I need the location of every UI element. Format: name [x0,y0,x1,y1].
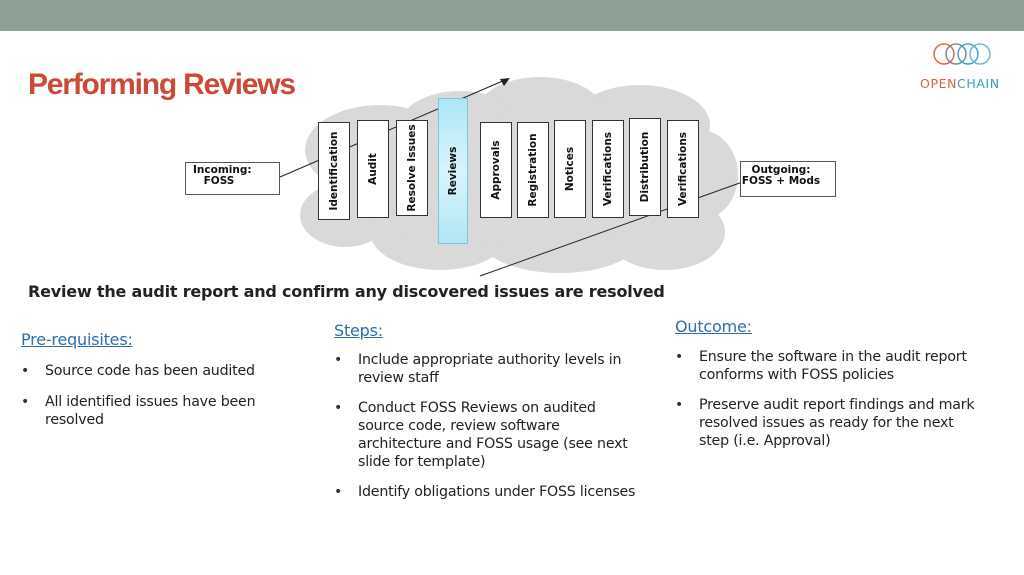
stage-label: Audit [367,153,379,185]
list-item: Conduct FOSS Reviews on audited source c… [334,399,644,471]
stage-label: Registration [527,133,539,207]
stage-label: Distribution [639,131,651,203]
prerequisites-section: Pre-requisites: Source code has been aud… [21,330,291,429]
incoming-box: Incoming: FOSS [185,162,280,195]
page-title: Performing Reviews [28,68,296,101]
logo-wordmark: OPENCHAIN [920,76,1000,91]
top-bar [0,0,1024,31]
outgoing-box: Outgoing: FOSS + Mods [740,161,836,197]
prerequisites-heading: Pre-requisites: [21,330,133,349]
stage-verifications: Verifications [667,120,699,218]
stage-label: Verifications [677,131,689,207]
callout-arrowhead [500,78,510,86]
stage-audit: Audit [357,120,389,218]
list-item: Preserve audit report findings and mark … [675,396,975,450]
stage-label: Resolve Issues [406,124,418,212]
steps-section: Steps: Include appropriate authority lev… [334,321,644,501]
outcome-heading: Outcome: [675,317,752,336]
callout-line-bottom [479,179,749,277]
stage-registration: Registration [517,122,549,218]
list-item: Include appropriate authority levels in … [334,351,644,387]
stage-label: Approvals [490,140,502,200]
outcome-section: Outcome: Ensure the software in the audi… [675,317,975,450]
stage-approvals: Approvals [480,122,512,218]
slide-subtitle: Review the audit report and confirm any … [28,282,665,301]
stage-reviews: Reviews [438,98,468,244]
stage-notices: Notices [554,120,586,218]
stage-label: Reviews [447,146,459,196]
openchain-logo [933,43,991,65]
stage-identification: Identification [318,122,350,220]
list-item: Ensure the software in the audit report … [675,348,975,384]
stage-verifications: Verifications [592,120,624,218]
stage-label: Notices [564,146,576,192]
steps-heading: Steps: [334,321,383,340]
list-item: Source code has been audited [21,362,291,380]
stage-distribution: Distribution [629,118,661,216]
stage-label: Identification [328,131,340,211]
list-item: Identify obligations under FOSS licenses [334,483,644,501]
stage-label: Verifications [602,131,614,207]
callout-line-top [279,79,506,178]
process-diagram [279,77,751,277]
list-item: All identified issues have been resolved [21,393,291,429]
stage-resolve-issues: Resolve Issues [396,120,428,216]
